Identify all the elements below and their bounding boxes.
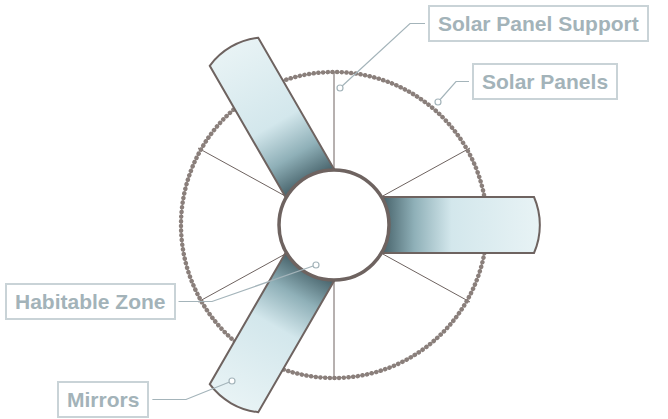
leader-dot bbox=[229, 378, 235, 384]
part-label: Solar Panel Support bbox=[428, 5, 649, 42]
part-label: Mirrors bbox=[57, 381, 149, 418]
label-text: Solar Panel Support bbox=[438, 10, 639, 37]
leader-dot bbox=[337, 85, 343, 91]
leader-line bbox=[152, 381, 232, 400]
label-text: Habitable Zone bbox=[15, 288, 166, 315]
part-label: Habitable Zone bbox=[5, 283, 176, 320]
label-text: Mirrors bbox=[67, 386, 139, 413]
leader-line bbox=[179, 265, 316, 302]
part-label: Solar Panels bbox=[472, 63, 618, 100]
leader-dot bbox=[435, 99, 441, 105]
habitable-hub bbox=[279, 170, 389, 280]
label-text: Solar Panels bbox=[482, 68, 608, 95]
leader-line bbox=[438, 82, 469, 103]
leader-dot bbox=[313, 262, 319, 268]
leader-line bbox=[340, 24, 425, 89]
